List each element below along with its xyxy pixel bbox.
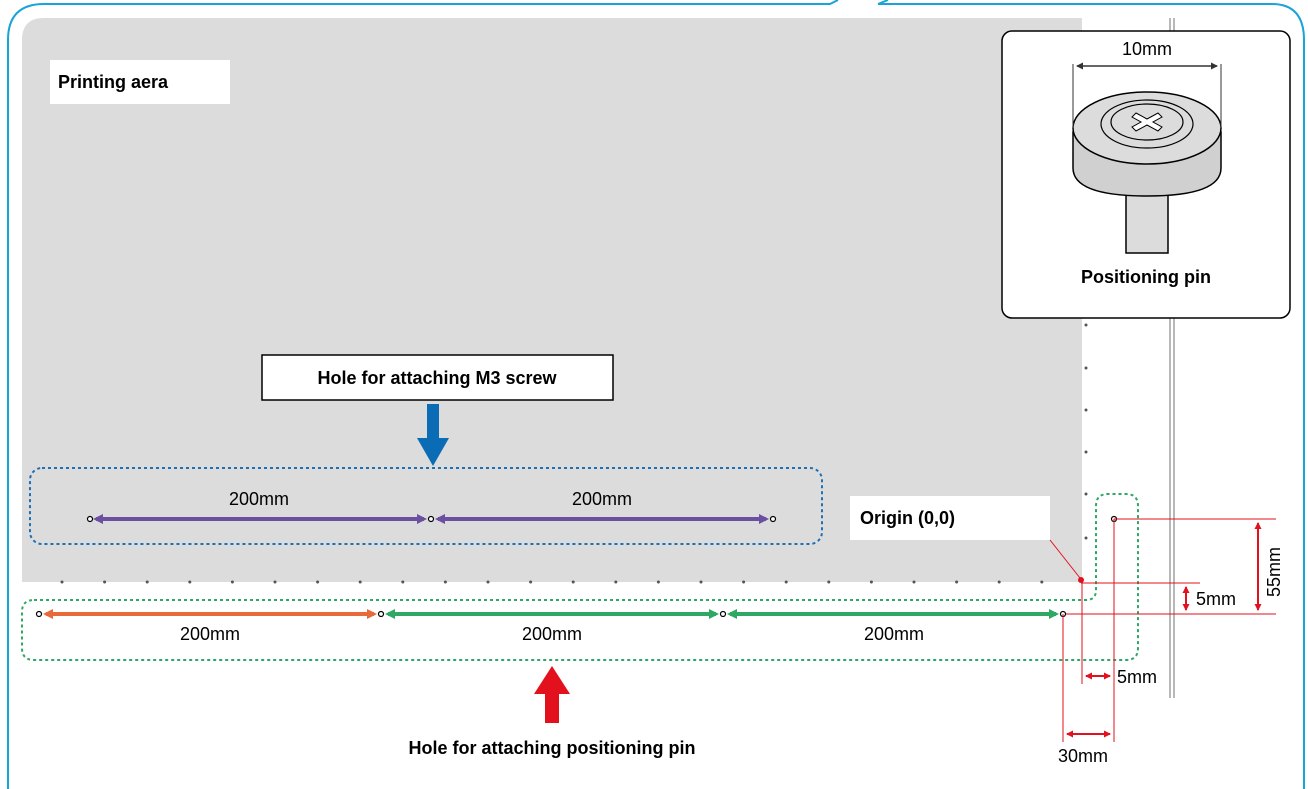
m3-hole-label: Hole for attaching M3 screw xyxy=(317,368,557,388)
m3-holes xyxy=(86,515,777,523)
edge-dot xyxy=(827,580,831,584)
offset-label-y-small: 5mm xyxy=(1196,589,1236,609)
edge-dot xyxy=(742,580,746,584)
edge-dot xyxy=(955,580,959,584)
edge-dot xyxy=(529,580,533,584)
edge-dot xyxy=(699,580,703,584)
m3-dim-label-right: 200mm xyxy=(572,489,632,509)
edge-dot xyxy=(571,580,575,584)
edge-dot xyxy=(614,580,618,584)
edge-dot xyxy=(103,580,107,584)
printing-area-label: Printing aera xyxy=(58,72,169,92)
edge-dots-bottom xyxy=(60,580,1044,584)
origin-leader xyxy=(1049,539,1081,579)
offset-label-x-large: 30mm xyxy=(1058,746,1108,766)
offset-dimensions xyxy=(1062,518,1276,742)
pin-up-arrow xyxy=(534,666,570,723)
origin-point xyxy=(1078,577,1084,583)
origin-label: Origin (0,0) xyxy=(860,508,955,528)
edge-dot xyxy=(60,580,64,584)
frame-border xyxy=(7,3,1305,789)
edge-dot xyxy=(188,580,192,584)
frame-notch xyxy=(818,0,889,5)
edge-dot xyxy=(486,580,490,584)
m3-hole-region xyxy=(29,467,823,545)
edge-dot xyxy=(316,580,320,584)
positioning-pin-illustration xyxy=(1072,91,1222,254)
printing-area-label-box xyxy=(50,60,230,104)
edge-dot xyxy=(1040,580,1044,584)
pin-dim-label-3: 200mm xyxy=(864,624,924,644)
edge-dot xyxy=(869,580,873,584)
edge-dot xyxy=(912,580,916,584)
edge-dot xyxy=(230,580,234,584)
edge-dots-right xyxy=(1084,323,1088,540)
offset-label-y-large: 55mm xyxy=(1264,547,1284,597)
edge-dot xyxy=(145,580,149,584)
edge-dot xyxy=(401,580,405,584)
edge-dot xyxy=(358,580,362,584)
pin-dim-label-2: 200mm xyxy=(522,624,582,644)
pin-hole-region xyxy=(21,493,1139,661)
pin-hole-label: Hole for attaching positioning pin xyxy=(409,738,696,758)
m3-hole-label-box xyxy=(261,354,614,401)
pin-dim-label-1: 200mm xyxy=(180,624,240,644)
edge-dot xyxy=(784,580,788,584)
edge-dot xyxy=(656,580,660,584)
pin-inset-title: Positioning pin xyxy=(1081,267,1211,287)
edge-dot xyxy=(997,580,1001,584)
m3-dim-label-left: 200mm xyxy=(229,489,289,509)
pin-width-label: 10mm xyxy=(1122,39,1172,59)
origin-label-box xyxy=(850,496,1050,540)
m3-down-arrow xyxy=(417,404,449,466)
offset-label-x-small: 5mm xyxy=(1117,667,1157,687)
cross-screw-icon xyxy=(1131,112,1163,132)
edge-dot xyxy=(443,580,447,584)
edge-dot xyxy=(273,580,277,584)
printing-area xyxy=(22,18,1082,582)
